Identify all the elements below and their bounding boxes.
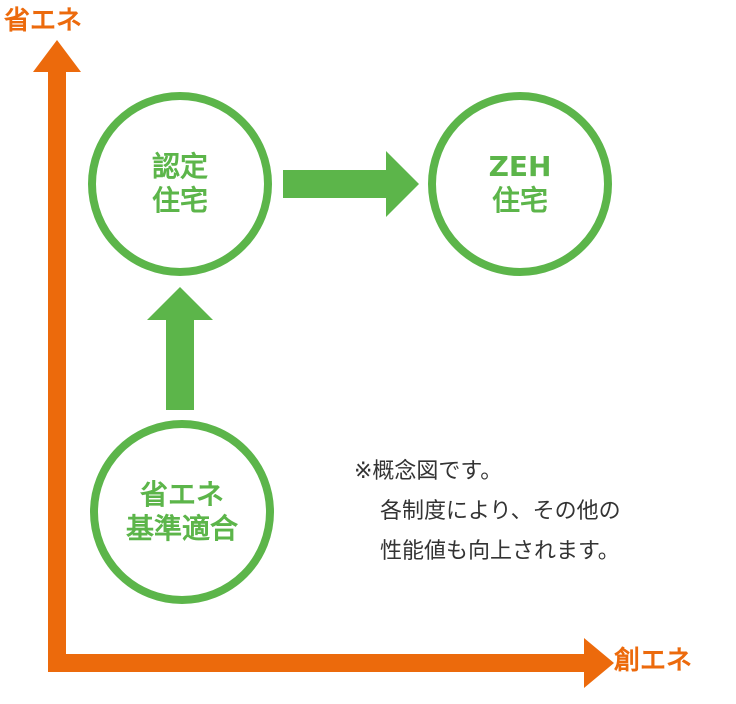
concept-note: ※概念図です。 各制度により、その他の 性能値も向上されます。 [354,452,621,572]
x-axis-arrowhead [584,638,614,688]
note-line-3: 性能値も向上されます。 [380,539,620,564]
node-certified-housing: 認定 住宅 [88,92,272,276]
node-energy-standard-label: 省エネ 基準適合 [125,478,238,545]
arrow-right-head [386,151,419,217]
node-energy-standard: 省エネ 基準適合 [90,420,274,604]
y-axis-line [48,64,66,672]
note-line-1: ※概念図です。 [354,459,503,484]
arrow-right-shaft [283,170,389,198]
node-certified-housing-label: 認定 住宅 [151,150,208,217]
arrow-up-head [147,287,213,320]
arrow-up-shaft [166,318,194,410]
node-zeh-housing: ZEH 住宅 [428,92,612,276]
x-axis-arrow [48,638,614,688]
y-axis-arrow [33,40,81,672]
y-axis-arrowhead [33,40,81,72]
note-line-2: 各制度により、その他の [380,499,621,524]
x-axis-label: 創エネ [614,646,693,676]
arrow-standard-to-certified [147,287,213,410]
node-zeh-housing-label: ZEH 住宅 [488,150,552,217]
x-axis-line [48,654,596,672]
y-axis-label: 省エネ [4,6,83,36]
arrow-certified-to-zeh [283,151,419,217]
